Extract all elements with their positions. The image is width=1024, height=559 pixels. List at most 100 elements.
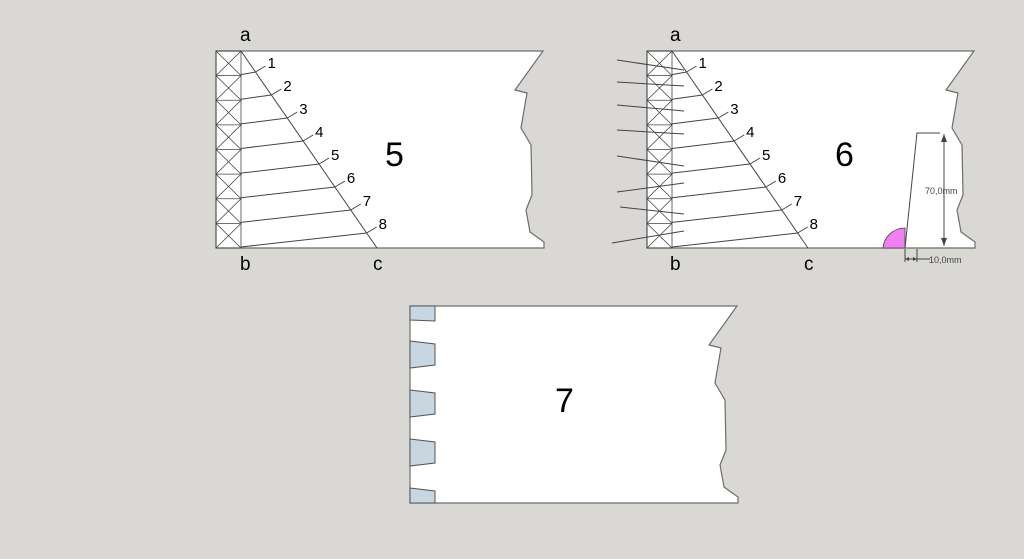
hatch-cross (646, 99, 673, 126)
panel-number: 5 (385, 136, 404, 174)
saw-line (619, 206, 685, 215)
hatch-cross (215, 149, 242, 175)
dovetail-socket (409, 340, 436, 369)
mark-number: 5 (762, 147, 770, 164)
mark-tick (765, 180, 777, 188)
mark-number: 1 (267, 55, 275, 72)
saw-line (616, 104, 685, 112)
dimension-height-label: 70,0mm (925, 186, 958, 196)
saw-line (616, 81, 685, 87)
mark-number: 3 (730, 101, 738, 118)
hatch-cross (215, 223, 242, 249)
hatch-cross (215, 173, 242, 200)
diagonal-a-c-6 (671, 50, 809, 249)
angle-gauge: 70,0mm 10,0mm (882, 132, 962, 265)
mark-number: 2 (283, 78, 291, 95)
guide-lines-5 (240, 65, 377, 248)
dovetail-sockets (409, 305, 436, 504)
saw-line (616, 129, 685, 135)
mark-number: 7 (363, 193, 371, 210)
mark-number: 4 (746, 124, 754, 141)
mark-tick (271, 88, 282, 96)
mark-tick (686, 65, 697, 73)
guide-line (671, 186, 766, 199)
guide-lines-6 (671, 65, 808, 248)
panel-7: 7 (409, 305, 739, 504)
corner-a-label: a (670, 25, 681, 46)
corner-b-label: b (240, 254, 251, 275)
saw-line (616, 59, 685, 71)
mark-number: 3 (299, 101, 307, 118)
mark-tick (717, 111, 729, 119)
diagonal-a-c-5 (240, 50, 378, 249)
guide-line (671, 94, 703, 100)
mark-number: 7 (794, 193, 802, 210)
board-5 (215, 50, 545, 249)
mark-number: 6 (347, 170, 355, 187)
guide-line (240, 186, 335, 199)
hatch-cross (646, 50, 673, 76)
guide-line (240, 163, 320, 174)
dovetail-socket (409, 305, 436, 322)
corner-b-label: b (670, 254, 681, 275)
saw-lines-6 (611, 59, 685, 244)
guide-line (240, 117, 288, 125)
hatch-cross (215, 99, 242, 126)
guide-line (240, 94, 272, 100)
mark-tick (318, 157, 330, 165)
guide-line (671, 140, 735, 149)
hatch-cross (646, 124, 673, 150)
guide-line (671, 71, 687, 76)
hatch-cross (646, 75, 673, 101)
guide-line (671, 163, 751, 174)
saw-line (616, 155, 685, 167)
mark-number: 5 (331, 147, 339, 164)
dovetail-socket (409, 389, 436, 418)
panel-number: 6 (835, 136, 854, 174)
mark-tick (334, 180, 346, 188)
guide-line (240, 140, 304, 149)
dovetail-socket (409, 438, 436, 467)
hatch-cross (215, 124, 242, 150)
mark-tick (702, 88, 713, 96)
mark-tick (302, 134, 314, 142)
mark-number: 8 (379, 216, 387, 233)
hatch-cross (215, 50, 242, 76)
mark-tick (797, 226, 808, 234)
mark-tick (749, 157, 761, 165)
hatch-cross (215, 75, 242, 101)
mark-tick (286, 111, 298, 119)
mark-number: 6 (778, 170, 786, 187)
mark-tick (255, 65, 266, 73)
mark-tick (781, 203, 793, 211)
dovetail-socket (409, 487, 436, 504)
mark-number: 2 (714, 78, 722, 95)
guide-line (671, 209, 782, 223)
mark-number: 1 (698, 55, 706, 72)
panel-number: 7 (555, 382, 574, 420)
corner-a-label: a (240, 25, 251, 46)
board-7 (409, 305, 739, 504)
mark-tick (733, 134, 745, 142)
corner-c-label: c (373, 254, 383, 275)
hatch-cross (215, 198, 242, 224)
guide-line (240, 232, 367, 248)
mark-tick (366, 226, 377, 234)
hatch-cross (646, 149, 673, 175)
hatched-strip-5 (215, 50, 242, 249)
corner-c-label: c (804, 254, 814, 275)
saw-line (616, 182, 685, 193)
mark-tick (350, 203, 362, 211)
guide-line (671, 232, 798, 248)
guide-line (671, 117, 719, 125)
mark-number: 8 (810, 216, 818, 233)
mark-number: 4 (315, 124, 323, 141)
dimension-width-label: 10,0mm (929, 255, 962, 265)
saw-line (611, 230, 685, 244)
hatch-cross (646, 223, 673, 249)
